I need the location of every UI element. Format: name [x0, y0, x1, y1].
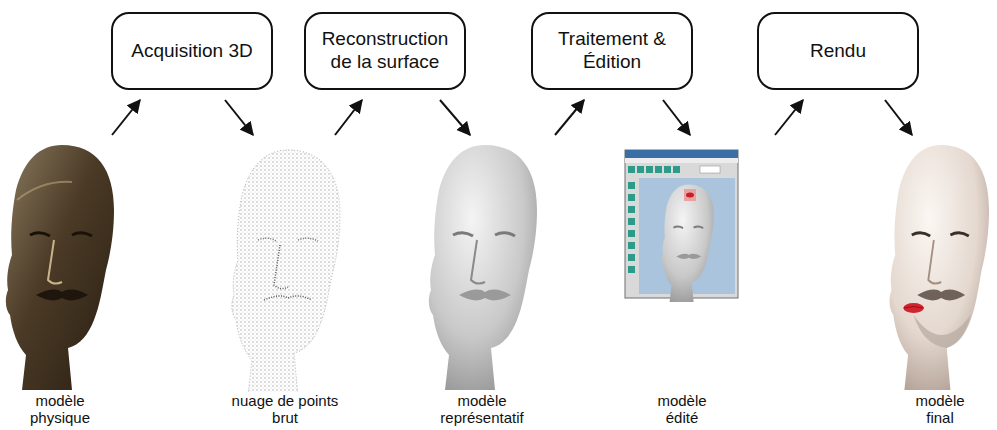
surface-head — [429, 145, 537, 390]
stage-caption: modèle édité — [646, 392, 718, 427]
model-stage: modèle représentatif — [410, 138, 560, 430]
bronze-head — [6, 145, 114, 390]
process-label: Traitement & Édition — [542, 28, 682, 74]
flow-arrow — [663, 100, 690, 135]
model-stage: nuage de points brut — [215, 138, 355, 430]
rendered-head — [890, 145, 990, 390]
stage-caption: nuage de points brut — [220, 392, 350, 427]
flow-arrow — [112, 100, 140, 135]
model-stage: modèle édité — [618, 138, 790, 430]
flow-arrow — [440, 100, 470, 135]
process-label: Rendu — [768, 40, 908, 63]
flow-arrow — [555, 100, 584, 135]
process-label: Acquisition 3D — [122, 40, 262, 63]
process-box: Rendu — [757, 12, 919, 90]
process-box: Acquisition 3D — [111, 12, 273, 90]
flow-arrow — [335, 100, 362, 135]
stage-caption: modèle final — [909, 392, 971, 427]
process-box: Traitement & Édition — [531, 12, 693, 90]
process-box: Reconstruction de la surface — [304, 12, 466, 90]
stage-caption: modèle représentatif — [427, 392, 537, 427]
model-stage: modèle physique — [0, 138, 125, 430]
flow-arrow — [225, 100, 253, 135]
process-label: Reconstruction de la surface — [315, 28, 455, 74]
stage-caption: modèle physique — [20, 392, 100, 427]
editor-window — [625, 150, 738, 302]
flow-arrow — [775, 100, 803, 135]
model-stage: modèle final — [870, 138, 997, 430]
flow-arrow — [885, 100, 912, 135]
point-cloud — [232, 150, 340, 395]
